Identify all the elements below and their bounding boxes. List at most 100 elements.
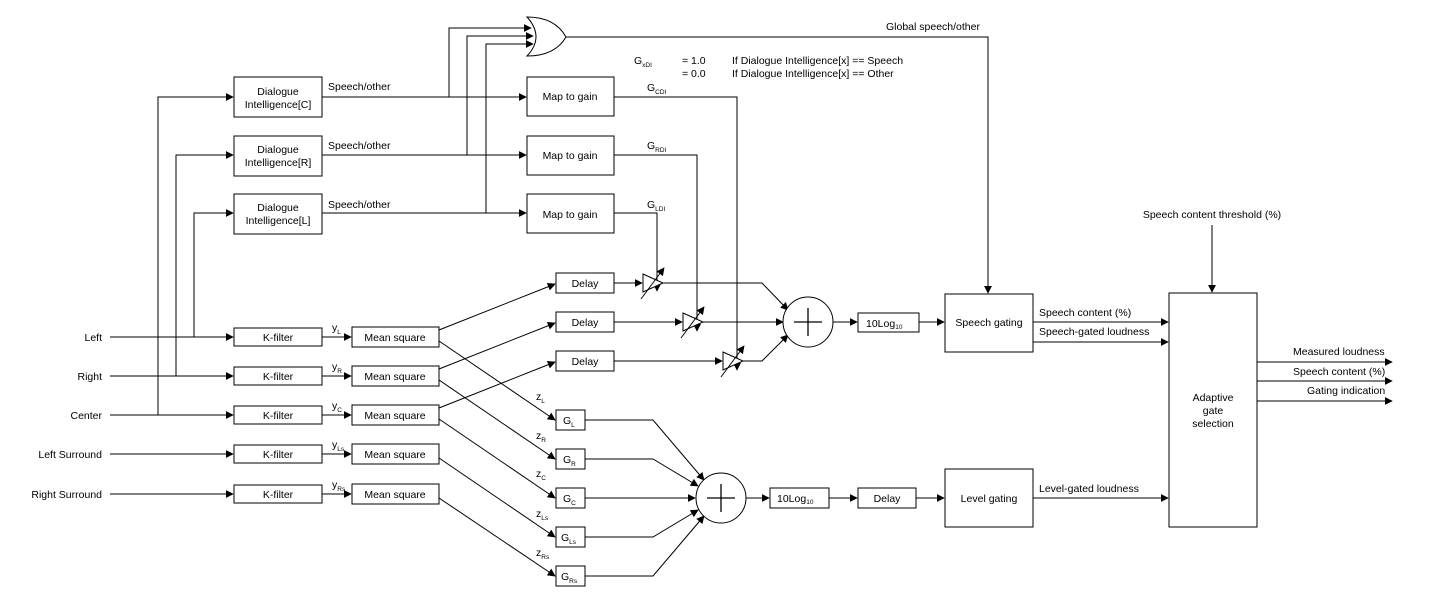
k-filter-l-block: K-filter <box>233 327 323 347</box>
weight-rs-sub: Rs <box>569 578 578 585</box>
variable-gain-l-icon <box>640 267 665 300</box>
wire-gls-sum <box>585 509 699 538</box>
y-ls-base: y <box>332 439 338 451</box>
z-l-label: zL <box>536 391 545 405</box>
dialogue-intelligence-l-block: Dialogue Intelligence[L] <box>233 193 323 235</box>
z-r-label: zR <box>536 430 546 444</box>
input-right-surround-label: Right Surround <box>31 489 102 501</box>
level-gating-label: Level gating <box>961 493 1018 505</box>
summer-upper-icon <box>782 296 834 348</box>
adaptive-line1: Adaptive <box>1193 392 1234 404</box>
weight-ls-block: GLs <box>555 526 586 548</box>
mean-square-r-block: Mean square <box>351 365 440 387</box>
y-rs-base: y <box>332 479 338 491</box>
log-upper-base: 10Log <box>866 318 895 330</box>
legend-speech-rule: If Dialogue Intelligence[x] == Speech <box>732 55 903 67</box>
wire-gl-sum <box>585 419 705 481</box>
dialogue-r-line1: Dialogue <box>257 144 299 156</box>
weight-r-label: GR <box>563 454 576 468</box>
weight-ls-base: G <box>561 532 569 544</box>
speech-gated-loudness-label: Speech-gated loudness <box>1039 326 1149 338</box>
adaptive-line3: selection <box>1192 418 1234 430</box>
signal-wires <box>110 24 1393 577</box>
z-l-sub: L <box>541 398 545 405</box>
wire-or-in-2 <box>466 32 534 155</box>
weight-r-base: G <box>563 454 571 466</box>
level-gated-loudness-label: Level-gated loudness <box>1039 483 1139 495</box>
k-filter-r-label: K-filter <box>263 371 294 383</box>
map-to-gain-c-label: Map to gain <box>543 91 598 103</box>
speech-other-c-label: Speech/other <box>328 81 391 93</box>
mean-square-ls-block: Mean square <box>351 443 440 465</box>
delay-l-label: Delay <box>572 278 600 290</box>
dialogue-c-line1: Dialogue <box>257 86 299 98</box>
gain-ldi-base: G <box>647 199 655 211</box>
weight-rs-label: GRs <box>561 571 578 585</box>
gain-rdi-sub: RDI <box>655 147 666 154</box>
wire-ms-delay-l <box>438 282 556 331</box>
delay-lower-block: Delay <box>857 487 917 509</box>
log-lower-sub: 10 <box>806 499 814 506</box>
y-ls-label: yLs <box>332 439 345 453</box>
speech-threshold-label: Speech content threshold (%) <box>1143 209 1281 221</box>
global-speech-other-label: Global speech/other <box>886 21 980 33</box>
y-c-label: yC <box>332 400 342 414</box>
legend-other-rule: If Dialogue Intelligence[x] == Other <box>732 68 894 80</box>
map-to-gain-r-label: Map to gain <box>543 150 598 162</box>
y-ls-sub: Ls <box>337 446 345 453</box>
wire-ms-delay-r <box>438 321 556 370</box>
summer-lower-icon <box>695 472 747 524</box>
wire-ms-g-l <box>438 340 556 421</box>
wire-ms-g-rs <box>438 497 556 577</box>
gain-cdi-base: G <box>647 82 655 94</box>
k-filter-c-block: K-filter <box>233 405 323 425</box>
z-r-sub: R <box>541 437 546 444</box>
level-gating-block: Level gating <box>944 468 1034 528</box>
z-c-sub: C <box>541 475 546 482</box>
y-l-sub: L <box>337 329 341 336</box>
wire-or-in-1 <box>448 24 532 97</box>
k-filter-r-block: K-filter <box>233 366 323 386</box>
weight-ls-label: GLs <box>561 532 577 546</box>
dialogue-r-line2: Intelligence[R] <box>245 157 312 169</box>
delay-c-block: Delay <box>555 350 615 372</box>
legend-symbol-sub: xDI <box>642 62 652 69</box>
mean-square-l-block: Mean square <box>351 326 440 348</box>
adaptive-gate-selection-block: Adaptive gate selection <box>1168 292 1258 528</box>
wire-global-speech <box>565 36 992 294</box>
weight-r-sub: R <box>571 461 576 468</box>
z-ls-label: zLs <box>536 508 549 522</box>
wire-gain-l <box>614 212 661 292</box>
map-to-gain-l-label: Map to gain <box>543 209 598 221</box>
speech-gating-block: Speech gating <box>944 293 1034 353</box>
mean-square-c-block: Mean square <box>351 404 440 426</box>
dialogue-l-line2: Intelligence[L] <box>246 215 311 227</box>
speech-other-r-label: Speech/other <box>328 140 391 152</box>
mean-square-rs-label: Mean square <box>364 489 425 501</box>
weight-rs-block: GRs <box>555 565 586 587</box>
input-right-label: Right <box>77 371 102 383</box>
output-gating-indication-label: Gating indication <box>1307 385 1385 397</box>
dialogue-intelligence-c-block: Dialogue Intelligence[C] <box>233 76 323 118</box>
log-lower-block: 10Log10 <box>769 487 830 509</box>
weight-l-sub: L <box>571 422 575 429</box>
wire-ms-delay-c <box>438 360 556 409</box>
map-to-gain-l-block: Map to gain <box>526 193 615 234</box>
delay-c-label: Delay <box>572 356 600 368</box>
wire-amp-sum-l <box>663 282 789 311</box>
weight-ls-sub: Ls <box>569 539 577 546</box>
dialogue-l-line1: Dialogue <box>257 202 299 214</box>
gain-rdi-base: G <box>647 140 655 152</box>
input-center-label: Center <box>70 410 102 422</box>
mean-square-rs-block: Mean square <box>351 483 440 505</box>
wire-grs-sum <box>585 515 705 577</box>
speech-gating-label: Speech gating <box>955 317 1022 329</box>
map-to-gain-c-block: Map to gain <box>526 76 615 117</box>
legend-symbol-base: G <box>634 55 642 67</box>
legend-other-value: = 0.0 <box>682 68 706 80</box>
k-filter-l-label: K-filter <box>263 332 294 344</box>
legend-speech-value: = 1.0 <box>682 55 706 67</box>
y-rs-label: yRs <box>332 479 346 493</box>
wire-center-tap <box>157 93 234 415</box>
gain-cdi-label: GCDI <box>647 82 667 96</box>
